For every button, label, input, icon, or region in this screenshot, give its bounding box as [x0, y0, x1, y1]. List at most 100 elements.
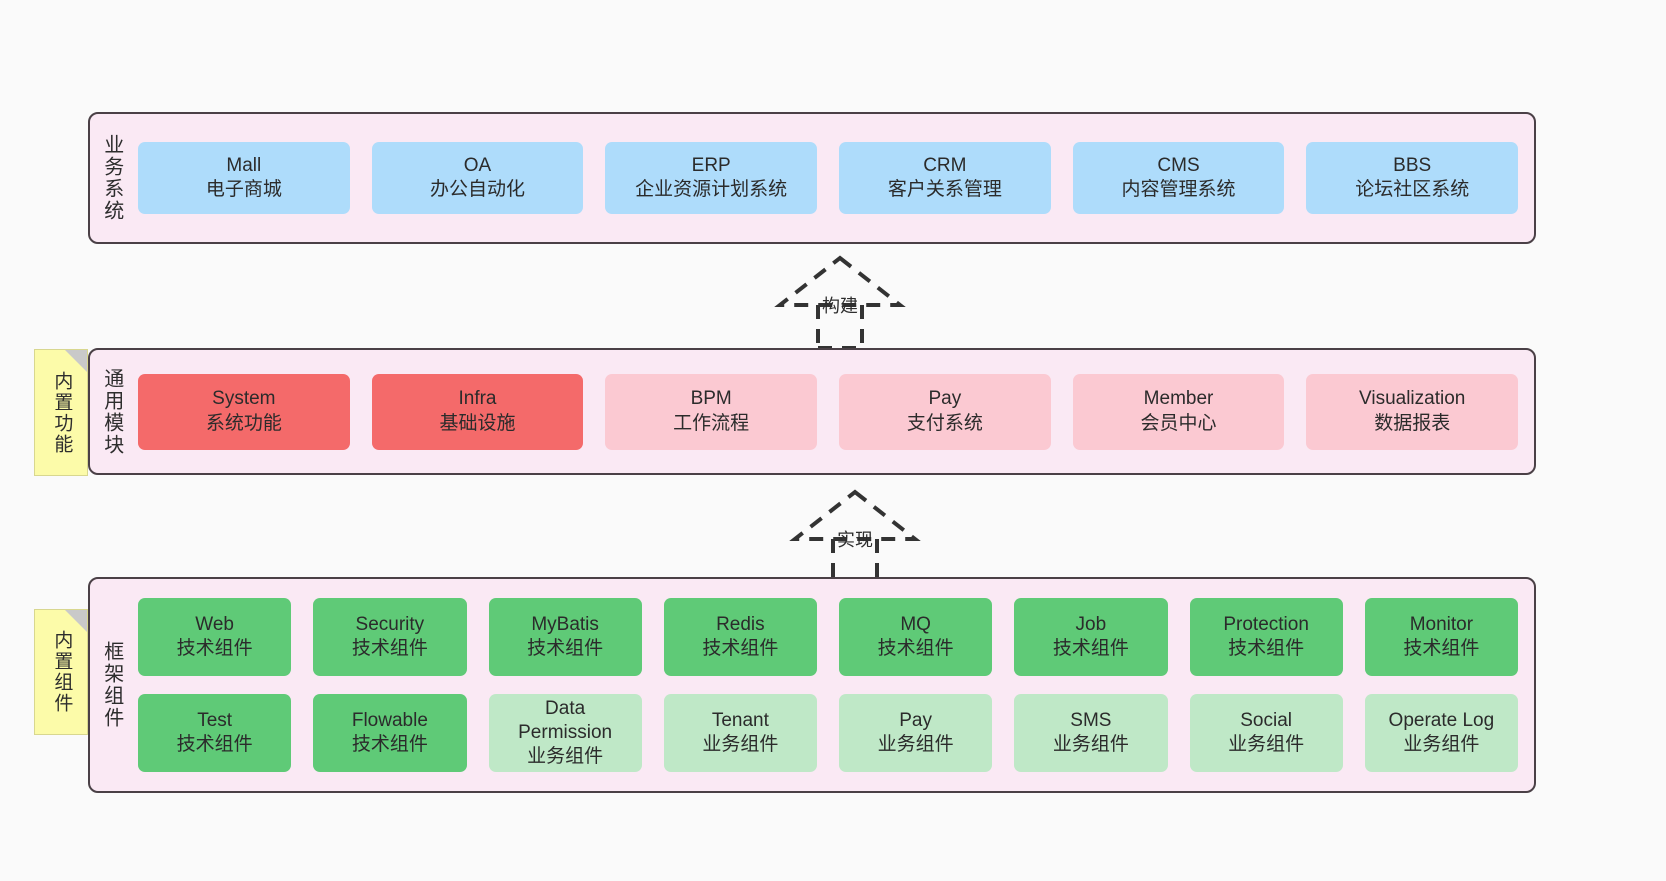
card-title: Redis [716, 613, 765, 635]
card-sms[interactable]: SMS 业务组件 [1014, 694, 1168, 772]
card-title: Member [1143, 388, 1214, 410]
section-label-business: 业务系统 [100, 134, 123, 222]
card-title: Data [545, 697, 586, 719]
card-subtitle: 系统功能 [205, 412, 282, 434]
card-title: ERP [691, 154, 731, 176]
sticky-note-label: 内置组件 [51, 630, 73, 714]
card-title: Tenant [711, 709, 769, 731]
card-subtitle: 电子商城 [205, 179, 282, 200]
card-title: Pay [899, 709, 932, 731]
folded-corner-icon [65, 350, 87, 372]
section-body-framework: Web 技术组件 Security 技术组件 MyBatis 技术组件 Redi… [132, 579, 1534, 791]
card-bbs[interactable]: BBS 论坛社区系统 [1306, 142, 1519, 214]
card-row: System 系统功能 Infra 基础设施 BPM 工作流程 Pay 支付系统… [138, 373, 1519, 450]
card-title: Infra [458, 388, 497, 410]
card-subtitle: 业务组件 [702, 734, 779, 755]
card-mq[interactable]: MQ 技术组件 [839, 598, 993, 676]
card-protection[interactable]: Protection 技术组件 [1189, 598, 1343, 676]
card-social[interactable]: Social 业务组件 [1189, 694, 1343, 772]
card-operate-log[interactable]: Operate Log 业务组件 [1364, 694, 1518, 772]
card-subtitle: 技术组件 [176, 734, 253, 755]
card-subtitle: 客户关系管理 [887, 179, 1002, 200]
card-pay-component[interactable]: Pay 业务组件 [839, 694, 993, 772]
card-row: Web 技术组件 Security 技术组件 MyBatis 技术组件 Redi… [138, 598, 1518, 676]
section-business-systems: 业务系统 Mall 电子商城 OA 办公自动化 ERP 企业资源计划系统 CRM… [88, 112, 1536, 244]
card-data-permission[interactable]: Data Permission 业务组件 [488, 694, 642, 772]
card-title: Web [195, 613, 234, 635]
card-visualization[interactable]: Visualization 数据报表 [1306, 373, 1519, 450]
card-title: BPM [690, 388, 732, 410]
card-subtitle: 基础设施 [439, 412, 516, 434]
card-subtitle: 技术组件 [1228, 638, 1305, 659]
section-framework-components: 框架组件 Web 技术组件 Security 技术组件 MyBatis 技术组件… [88, 577, 1536, 793]
card-subtitle: 办公自动化 [430, 179, 526, 200]
card-member[interactable]: Member 会员中心 [1072, 373, 1285, 450]
card-flowable[interactable]: Flowable 技术组件 [313, 694, 467, 772]
card-system[interactable]: System 系统功能 [138, 373, 350, 450]
card-infra[interactable]: Infra 基础设施 [371, 373, 584, 450]
card-subtitle: 工作流程 [673, 412, 750, 434]
section-body-common: System 系统功能 Infra 基础设施 BPM 工作流程 Pay 支付系统… [132, 350, 1534, 473]
card-title: System [212, 388, 276, 410]
card-oa[interactable]: OA 办公自动化 [371, 142, 584, 214]
card-title: Social [1240, 709, 1292, 731]
card-subtitle: 业务组件 [877, 734, 954, 755]
card-title: MQ [900, 613, 931, 635]
section-label-framework: 框架组件 [100, 641, 123, 729]
card-job[interactable]: Job 技术组件 [1014, 598, 1168, 676]
card-title: BBS [1393, 154, 1432, 176]
sticky-note-builtin-function: 内置功能 [34, 349, 88, 476]
card-title: CRM [923, 154, 967, 176]
card-erp[interactable]: ERP 企业资源计划系统 [605, 142, 818, 214]
card-title: Visualization [1359, 388, 1466, 410]
card-title: Job [1075, 613, 1107, 635]
card-subtitle: 会员中心 [1140, 412, 1217, 434]
card-title: Security [355, 613, 425, 635]
card-web[interactable]: Web 技术组件 [138, 598, 292, 676]
card-title: Operate Log [1388, 709, 1495, 731]
section-label-common: 通用模块 [100, 367, 123, 456]
card-subtitle: 技术组件 [877, 638, 954, 659]
card-title: CMS [1157, 154, 1200, 176]
section-common-modules: 通用模块 System 系统功能 Infra 基础设施 BPM 工作流程 Pay… [88, 348, 1536, 475]
card-subtitle: 技术组件 [1403, 638, 1480, 659]
card-subtitle: 业务组件 [1403, 734, 1480, 755]
card-pay-module[interactable]: Pay 支付系统 [839, 373, 1051, 450]
card-subtitle: 技术组件 [351, 734, 428, 755]
sticky-note-builtin-component: 内置组件 [34, 609, 88, 735]
card-subtitle: 技术组件 [527, 638, 604, 659]
card-test[interactable]: Test 技术组件 [138, 694, 292, 772]
card-subtitle: 业务组件 [1052, 734, 1129, 755]
card-title: Monitor [1409, 613, 1474, 635]
card-security[interactable]: Security 技术组件 [313, 598, 467, 676]
card-title-line2: Permission [518, 721, 613, 743]
card-title: Mall [226, 154, 262, 176]
card-monitor[interactable]: Monitor 技术组件 [1364, 598, 1518, 676]
card-subtitle: 业务组件 [527, 746, 604, 768]
card-title: SMS [1070, 709, 1112, 731]
card-crm[interactable]: CRM 客户关系管理 [839, 142, 1051, 214]
card-subtitle: 内容管理系统 [1121, 179, 1236, 200]
card-mybatis[interactable]: MyBatis 技术组件 [488, 598, 642, 676]
card-cms[interactable]: CMS 内容管理系统 [1072, 142, 1285, 214]
arrow-build: 构建 [740, 250, 940, 350]
card-title: MyBatis [531, 613, 599, 635]
card-mall[interactable]: Mall 电子商城 [138, 142, 350, 214]
card-subtitle: 技术组件 [351, 638, 428, 659]
card-subtitle: 业务组件 [1228, 734, 1305, 755]
card-subtitle: 数据报表 [1374, 412, 1451, 434]
card-title: OA [463, 154, 492, 176]
folded-corner-icon [65, 610, 87, 632]
card-tenant[interactable]: Tenant 业务组件 [663, 694, 817, 772]
sticky-note-label: 内置功能 [51, 370, 73, 455]
card-subtitle: 企业资源计划系统 [635, 179, 788, 200]
card-row: Mall 电子商城 OA 办公自动化 ERP 企业资源计划系统 CRM 客户关系… [138, 142, 1519, 214]
card-title: Flowable [351, 709, 428, 731]
card-row: Test 技术组件 Flowable 技术组件 Data Permission … [138, 694, 1518, 772]
card-title: Protection [1223, 613, 1309, 635]
card-bpm[interactable]: BPM 工作流程 [605, 373, 818, 450]
card-redis[interactable]: Redis 技术组件 [663, 598, 817, 676]
section-body-business: Mall 电子商城 OA 办公自动化 ERP 企业资源计划系统 CRM 客户关系… [132, 114, 1534, 242]
arrow-label-implement: 实现 [837, 530, 873, 550]
